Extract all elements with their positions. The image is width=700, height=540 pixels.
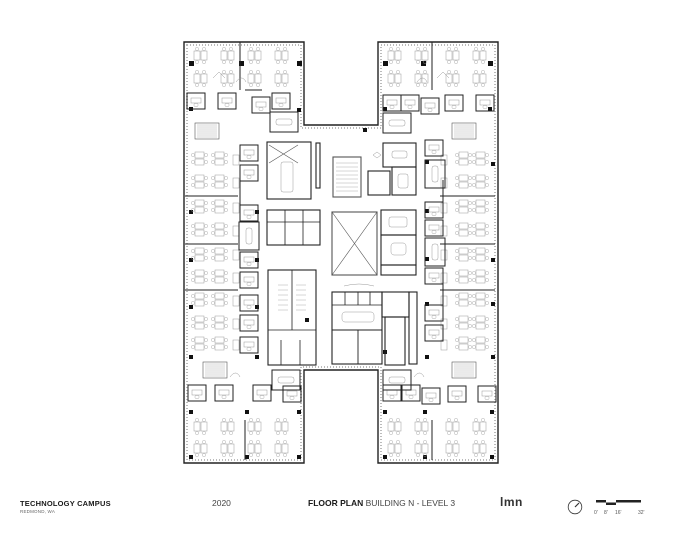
firm-logo: lmn (500, 495, 523, 509)
plan-title: FLOOR PLAN BUILDING N - LEVEL 3 (308, 498, 455, 508)
scale-bar-graphic (596, 500, 641, 505)
offices-nw (186, 92, 299, 140)
scale-label-8: 8' (604, 510, 608, 516)
project-year: 2020 (212, 498, 231, 508)
structural-columns (189, 61, 495, 459)
plan-title-bold: FLOOR PLAN (308, 498, 364, 508)
workstations-nw (193, 47, 289, 87)
offices-ne (382, 94, 495, 140)
building-outline (183, 41, 499, 464)
scale-label-0: 0' (594, 510, 598, 516)
project-location: REDMOND, WA (20, 509, 56, 514)
workstations-west (191, 151, 240, 351)
offices-east (424, 139, 446, 342)
door-swings (212, 71, 450, 378)
offices-west (238, 144, 260, 354)
workstations-east (440, 151, 489, 351)
scale-label-32: 32' (638, 510, 645, 516)
project-title: TECHNOLOGY CAMPUS (20, 499, 111, 508)
floor-plan-drawing (183, 41, 499, 464)
workstations-sw (193, 418, 289, 457)
offices-se (382, 361, 497, 405)
workstations-se (387, 418, 487, 457)
north-arrow-icon (567, 499, 583, 515)
workstations-ne (387, 47, 487, 87)
scale-label-16: 16' (615, 510, 622, 516)
plan-title-rest: BUILDING N - LEVEL 3 (363, 498, 456, 508)
title-block: TECHNOLOGY CAMPUS REDMOND, WA 2020 FLOOR… (0, 495, 700, 526)
offices-sw (187, 361, 302, 403)
scale-bar: 0' 8' 16' 32' (594, 499, 660, 521)
central-core (266, 141, 418, 366)
